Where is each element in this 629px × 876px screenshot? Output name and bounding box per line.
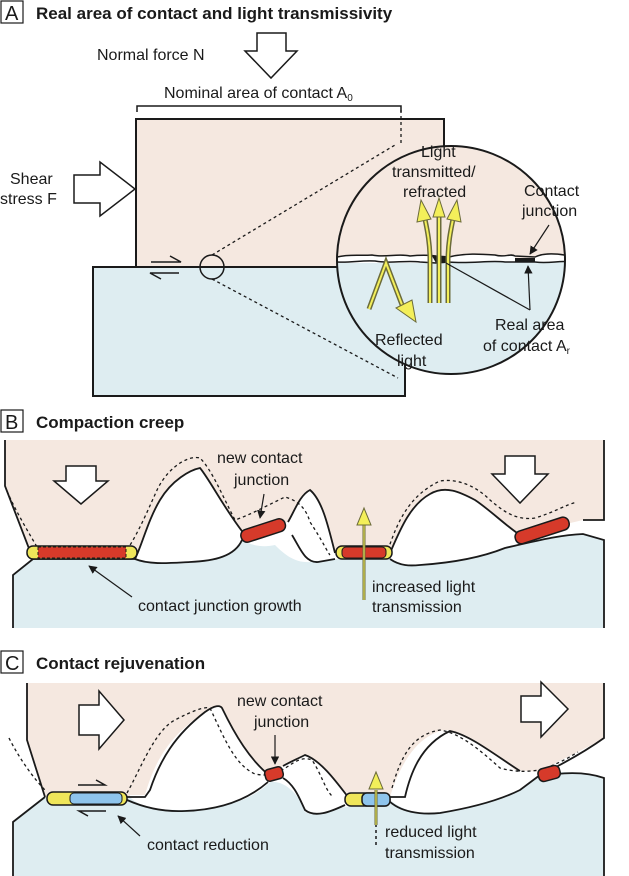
light-transmitted-label-3: refracted <box>403 184 466 201</box>
increased-label-1: increased light <box>372 579 476 596</box>
reflected-light-arrow <box>366 255 417 324</box>
contact-junction-pointer <box>529 224 550 255</box>
panel-c-title: Contact rejuvenation <box>36 654 205 673</box>
new-contact-label-c2: junction <box>253 714 309 731</box>
new-contact-label-b1: new contact <box>217 450 303 467</box>
real-area-pointer-2 <box>524 265 533 311</box>
light-transmitted-label-2: transmitted/ <box>392 164 476 181</box>
contact-junction-red-c <box>537 764 562 783</box>
growth-pointer <box>88 565 133 598</box>
new-contact-label-b2: junction <box>233 472 289 489</box>
panel-c: C Contact rejuvenation <box>0 650 605 876</box>
panel-a-letter: A <box>5 3 19 25</box>
contact-junction-red-b1 <box>37 546 127 559</box>
lower-surface-b <box>13 534 604 628</box>
real-area-label-1: Real area <box>495 317 564 334</box>
slip-arrow-left-c-icon <box>76 810 106 817</box>
growth-label: contact junction growth <box>138 598 302 615</box>
shear-label-2: stress F <box>0 191 57 208</box>
light-arrowhead-icon <box>446 198 462 223</box>
normal-force-label: Normal force N <box>97 47 205 64</box>
panel-a-letter-box <box>0 0 24 24</box>
new-contact-pointer-b <box>257 493 266 519</box>
contact-junction-blue-c1 <box>69 792 123 805</box>
reflected-label-2: light <box>397 353 427 370</box>
slip-arrow-right-icon <box>151 255 182 263</box>
nominal-area-label: Nominal area of contact A0 <box>164 85 353 104</box>
contact-junction-2 <box>515 258 535 262</box>
new-contact-junction-b <box>240 517 287 543</box>
new-contact-junction-c <box>263 766 285 782</box>
contact-junction-label-2: junction <box>521 203 577 220</box>
panel-b-title: Compaction creep <box>36 413 184 432</box>
panel-b: B Compaction creep new con <box>0 409 605 628</box>
panel-b-letter-box <box>0 409 24 433</box>
panel-c-letter: C <box>5 653 19 675</box>
slip-arrow-right-c-icon <box>78 779 108 786</box>
reflected-arrowhead-icon <box>395 299 417 324</box>
normal-force-arrow-b2-icon <box>490 455 550 505</box>
panel-c-letter-box <box>0 650 24 674</box>
transmitted-light-arrows <box>416 196 462 303</box>
original-profile-c <box>8 737 46 791</box>
increased-label-2: transmission <box>372 599 462 616</box>
reduced-label-1: reduced light <box>385 824 477 841</box>
light-arrowhead-icon <box>416 198 432 223</box>
light-arrowhead-icon <box>432 196 446 218</box>
panel-b-letter: B <box>5 412 18 434</box>
reduction-label: contact reduction <box>147 837 269 854</box>
real-area-label-2: of contact Ar <box>483 338 571 357</box>
normal-force-arrow-b1-icon <box>51 465 111 505</box>
shear-arrow-c2-icon <box>520 680 570 739</box>
contact-junction-label-1: Contact <box>524 183 580 200</box>
slip-arrow-left-icon <box>149 272 179 280</box>
new-contact-label-c1: new contact <box>237 693 323 710</box>
reflected-label-1: Reflected <box>375 332 443 349</box>
upper-surface-b <box>5 440 604 559</box>
nominal-area-bracket <box>136 105 402 112</box>
reduced-label-2: transmission <box>385 845 475 862</box>
shear-arrow-c1-icon <box>78 688 125 752</box>
reduction-pointer <box>117 815 141 837</box>
shear-label-1: Shear <box>10 171 53 188</box>
panel-a-title: Real area of contact and light transmiss… <box>36 4 393 23</box>
magnifier-circle-large <box>336 145 566 375</box>
shear-arrow-icon <box>73 160 137 218</box>
contact-junction-red-b3 <box>514 516 570 545</box>
zoom-line-bottom <box>211 278 399 379</box>
reduced-light-arrowhead-icon <box>368 770 384 790</box>
increased-light-arrowhead-icon <box>356 506 372 526</box>
real-area-pointer-1 <box>445 262 531 311</box>
light-transmitted-label-1: Light <box>421 144 456 161</box>
normal-force-arrow-icon <box>243 32 299 80</box>
panel-a: A Real area of contact and light transmi… <box>0 0 580 397</box>
